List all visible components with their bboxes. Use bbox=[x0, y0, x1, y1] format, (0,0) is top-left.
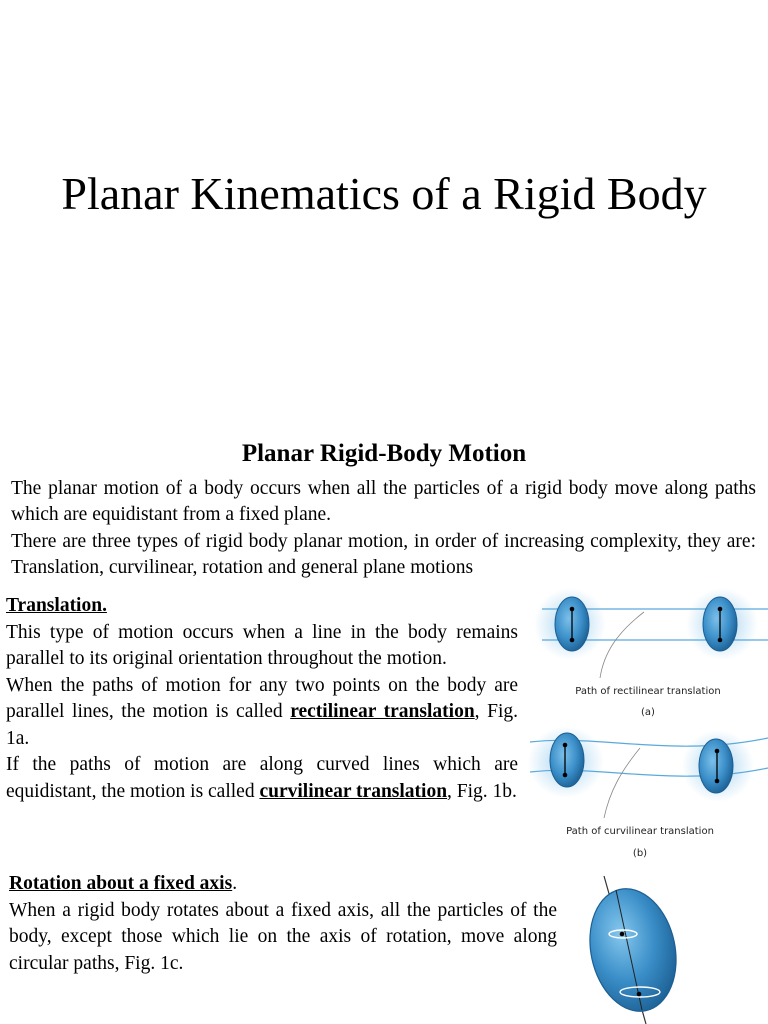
rotation-heading: Rotation about a fixed axis bbox=[9, 873, 233, 894]
translation-heading: Translation. bbox=[6, 595, 107, 616]
rectilinear-fig-ref: , Fig. 1a. bbox=[6, 701, 518, 749]
rigid-body bbox=[698, 738, 734, 794]
figure-curvilinear-translation: Path of curvilinear translation (b) bbox=[528, 726, 768, 859]
point-marker bbox=[636, 991, 642, 997]
figure-b-caption: Path of curvilinear translation bbox=[566, 826, 714, 837]
translation-section: Translation. This type of motion occurs … bbox=[6, 593, 518, 805]
curvilinear-term: curvilinear translation bbox=[259, 780, 448, 802]
point-marker bbox=[569, 606, 575, 612]
section-heading: Planar Rigid-Body Motion bbox=[241, 440, 527, 467]
slide-title: Planar Kinematics of a Rigid Body bbox=[61, 168, 707, 219]
figure-rotation-fixed-axis bbox=[589, 875, 677, 1024]
point-marker bbox=[619, 931, 625, 937]
point-marker bbox=[562, 772, 568, 778]
point-marker bbox=[569, 637, 575, 643]
curvilinear-fig-ref: , Fig. 1b. bbox=[447, 780, 517, 802]
point-marker bbox=[714, 778, 720, 784]
figure-a-caption: Path of rectilinear translation bbox=[575, 686, 720, 697]
figure-a-label: (a) bbox=[641, 707, 655, 718]
rotation-heading-period: . bbox=[232, 873, 238, 894]
rotation-heading-line: Rotation about a fixed axis. bbox=[9, 871, 557, 898]
rotating-body bbox=[589, 888, 677, 1012]
rotation-text: When a rigid body rotates about a fixed … bbox=[9, 899, 557, 974]
rotation-section: Rotation about a fixed axis. When a rigi… bbox=[9, 871, 557, 977]
rectilinear-text: When the paths of motion for any two poi… bbox=[6, 674, 518, 723]
figure-rectilinear-translation: Path of rectilinear translation (a) bbox=[534, 588, 768, 718]
circular-path bbox=[619, 986, 661, 998]
translation-definition: This type of motion occurs when a line i… bbox=[6, 621, 518, 670]
figure-b-label: (b) bbox=[633, 848, 647, 859]
point-marker bbox=[717, 637, 723, 643]
types-paragraph: There are three types of rigid body plan… bbox=[11, 531, 756, 578]
intro-paragraph: The planar motion of a body occurs when … bbox=[11, 478, 756, 525]
rotation-axis-inner bbox=[615, 889, 643, 1011]
leader-line bbox=[603, 747, 641, 819]
rectilinear-paragraph: When the paths of motion for any two poi… bbox=[6, 673, 518, 753]
curvilinear-text: If the paths of motion are along curved … bbox=[6, 754, 518, 802]
point-marker bbox=[562, 742, 568, 748]
leader-line bbox=[599, 611, 645, 679]
rigid-body bbox=[549, 732, 585, 788]
point-marker bbox=[717, 606, 723, 612]
circular-path bbox=[608, 929, 638, 939]
rectilinear-term: rectilinear translation bbox=[290, 701, 475, 722]
curvilinear-paragraph: If the paths of motion are along curved … bbox=[6, 752, 518, 805]
point-marker bbox=[714, 748, 720, 754]
